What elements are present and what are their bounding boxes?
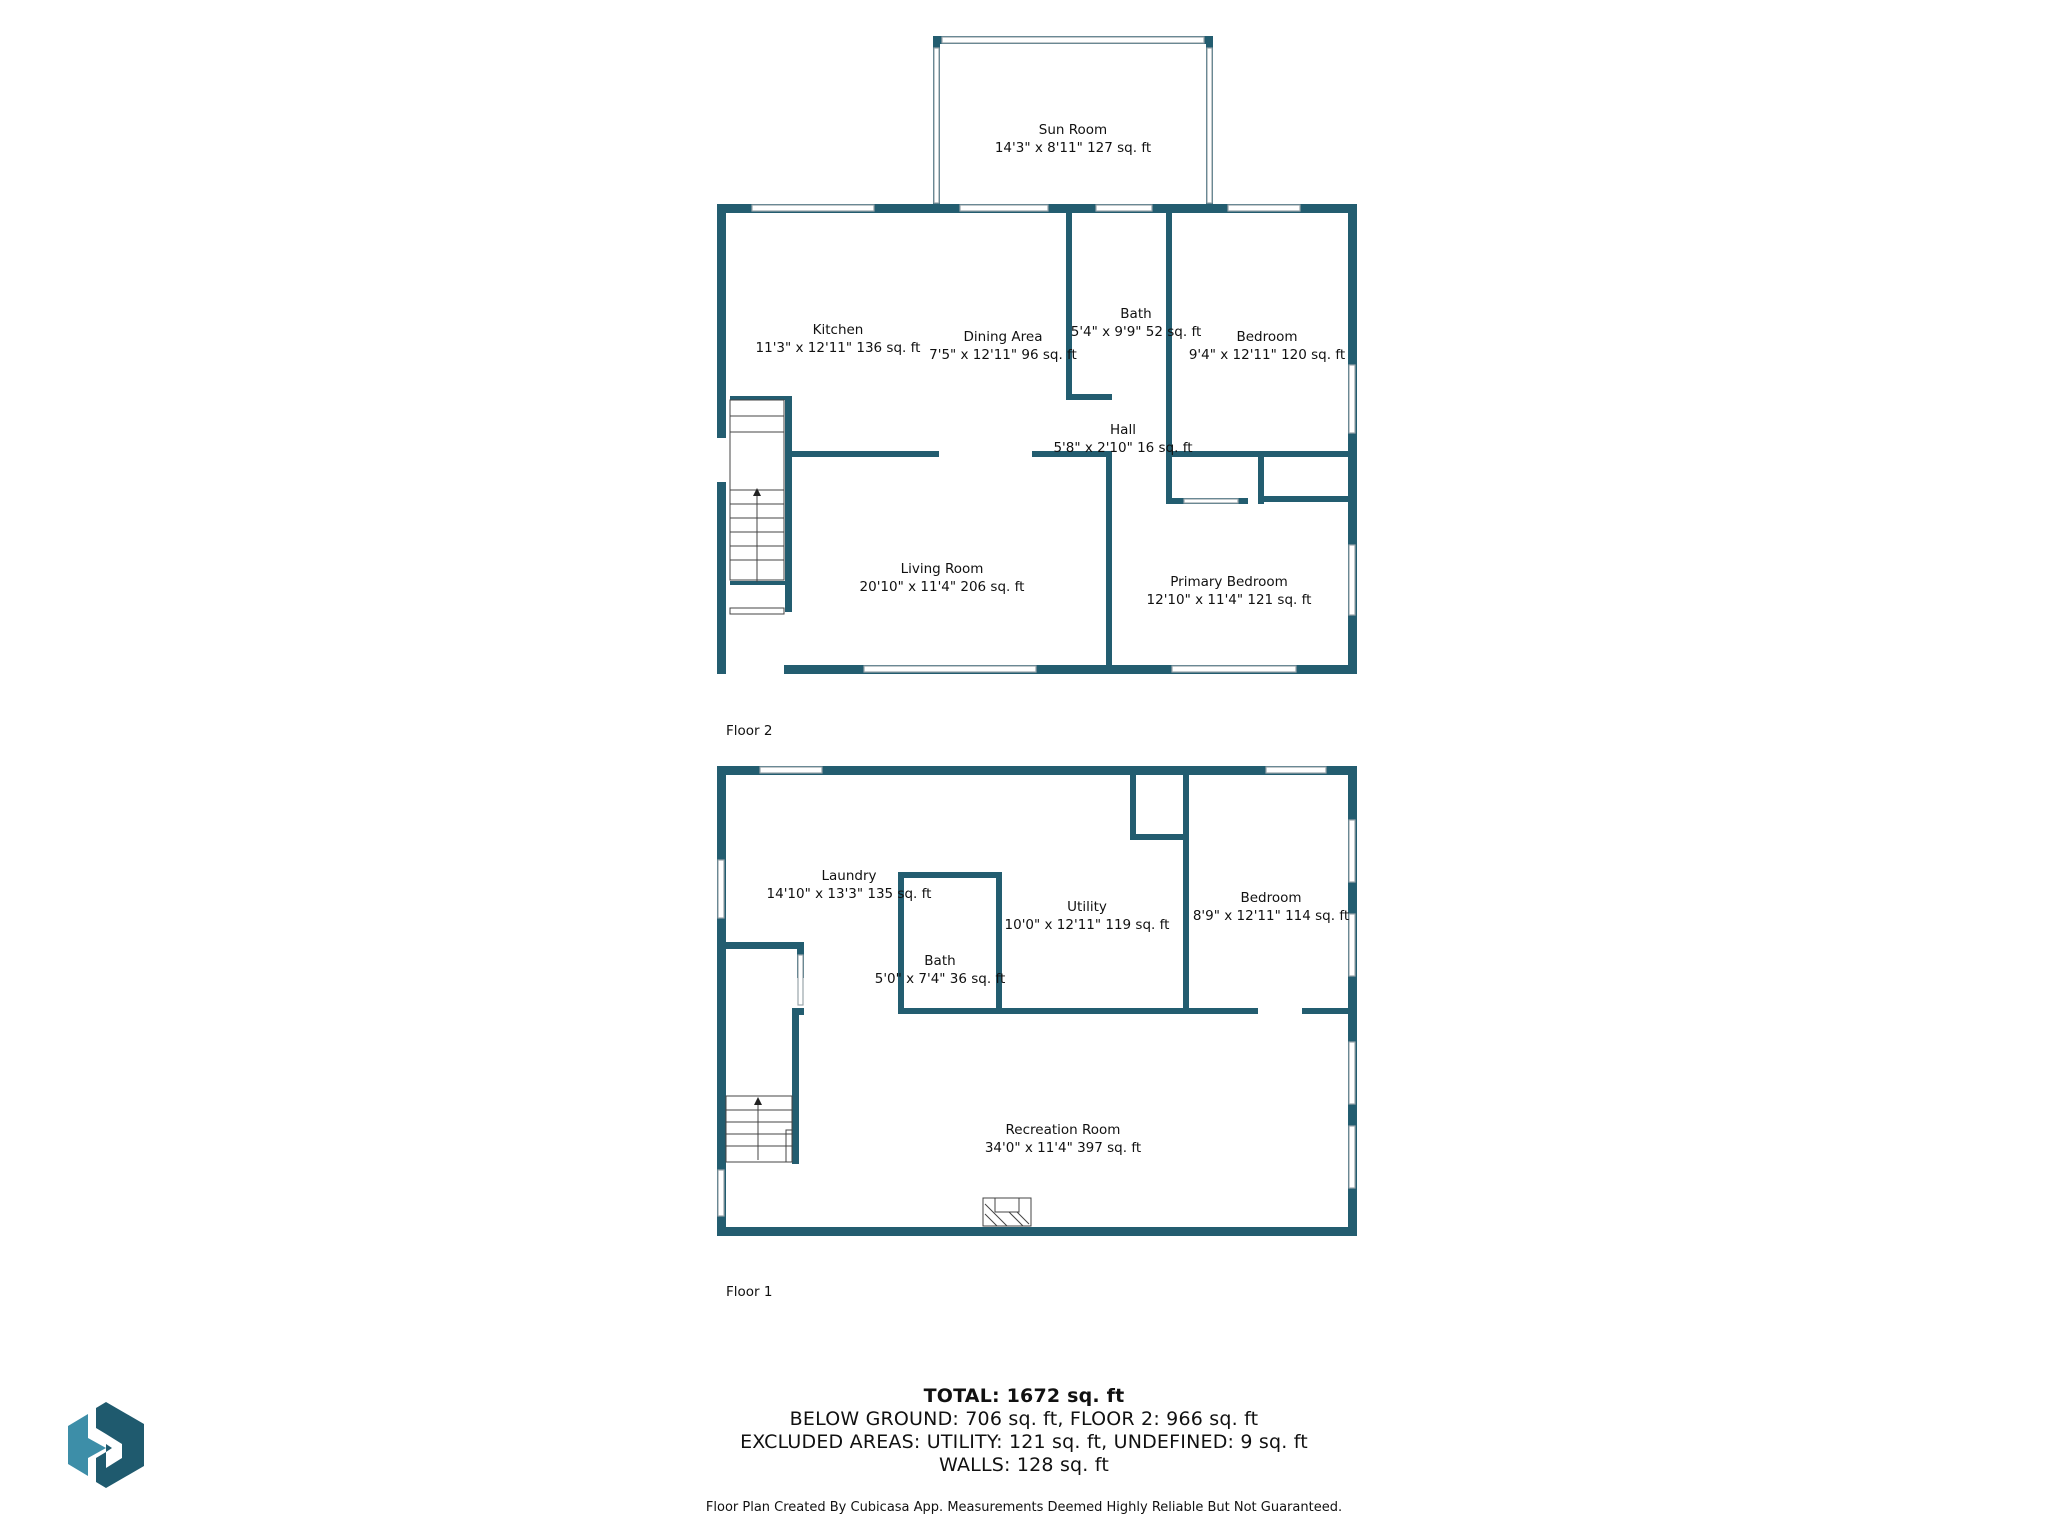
bedroom-1-dims: 8'9" x 12'11" 114 sq. ft: [1193, 908, 1349, 924]
floor-2-interior-walls: [730, 210, 1356, 669]
hall-name: Hall: [1110, 422, 1136, 438]
recreation-room-name: Recreation Room: [1006, 1122, 1121, 1138]
laundry-dims: 14'10" x 13'3" 135 sq. ft: [767, 886, 932, 902]
excluded-areas: EXCLUDED AREAS: UTILITY: 121 sq. ft, UND…: [740, 1431, 1308, 1453]
floor-1-stairs-icon: [725, 1095, 793, 1163]
bath-1-name: Bath: [924, 953, 955, 969]
cubicasa-logo-icon: [68, 1402, 144, 1488]
below-ground-area: BELOW GROUND: 706 sq. ft, FLOOR 2: 966 s…: [789, 1408, 1259, 1430]
living-room-dims: 20'10" x 11'4" 206 sq. ft: [860, 579, 1025, 595]
floor-2-stairs-icon: [729, 399, 785, 615]
primary-bedroom-dims: 12'10" x 11'4" 121 sq. ft: [1147, 592, 1312, 608]
fireplace-icon: [982, 1197, 1032, 1227]
bedroom-dims: 9'4" x 12'11" 120 sq. ft: [1189, 347, 1345, 363]
hall-dims: 5'8" x 2'10" 16 sq. ft: [1053, 440, 1192, 456]
primary-bedroom-name: Primary Bedroom: [1170, 574, 1288, 590]
floor-1-outer-walls: [717, 766, 1357, 1236]
dining-area-dims: 7'5" x 12'11" 96 sq. ft: [929, 347, 1077, 363]
utility-name: Utility: [1067, 899, 1107, 915]
area-summary: TOTAL: 1672 sq. ft BELOW GROUND: 706 sq.…: [0, 1385, 2048, 1477]
walls-area: WALLS: 128 sq. ft: [939, 1454, 1109, 1476]
floor-1-plan: Laundry 14'10" x 13'3" 135 sq. ft Utilit…: [717, 766, 1357, 1300]
bedroom-1-name: Bedroom: [1240, 890, 1301, 906]
bath-name: Bath: [1120, 306, 1151, 322]
utility-dims: 10'0" x 12'11" 119 sq. ft: [1005, 917, 1170, 933]
sun-room-walls: [933, 36, 1213, 207]
bedroom-name: Bedroom: [1236, 329, 1297, 345]
total-area: TOTAL: 1672 sq. ft: [923, 1385, 1125, 1407]
floor-2-label: Floor 2: [726, 723, 772, 739]
kitchen-dims: 11'3" x 12'11" 136 sq. ft: [756, 340, 921, 356]
sun-room-name: Sun Room: [1039, 122, 1107, 138]
floor-1-label: Floor 1: [726, 1284, 772, 1300]
floor-1-interior-walls: [726, 774, 1352, 1164]
floor-2-outer-walls: [717, 204, 1357, 674]
floor-2-plan: Sun Room 14'3" x 8'11" 127 sq. ft Kitche…: [717, 36, 1357, 739]
living-room-name: Living Room: [901, 561, 984, 577]
recreation-room-dims: 34'0" x 11'4" 397 sq. ft: [985, 1140, 1141, 1156]
kitchen-name: Kitchen: [813, 322, 864, 338]
dining-area-name: Dining Area: [964, 329, 1043, 345]
sun-room-dims: 14'3" x 8'11" 127 sq. ft: [995, 140, 1151, 156]
bath-1-dims: 5'0" x 7'4" 36 sq. ft: [875, 971, 1006, 987]
laundry-name: Laundry: [821, 868, 876, 884]
disclaimer: Floor Plan Created By Cubicasa App. Meas…: [705, 1500, 1343, 1515]
bath-dims: 5'4" x 9'9" 52 sq. ft: [1071, 324, 1202, 340]
